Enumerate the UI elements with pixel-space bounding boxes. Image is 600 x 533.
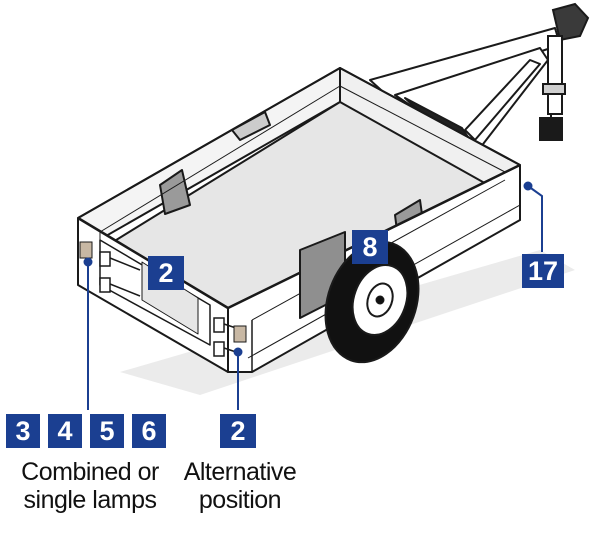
callout-badge-6: 6: [132, 414, 166, 448]
callout-badge-4: 4: [48, 414, 82, 448]
caption-left-line1: Combined or: [21, 458, 159, 486]
callout-leaders: [83, 181, 543, 410]
trailer-body: [77, 67, 521, 373]
callout-badge-wheel: 8: [352, 230, 388, 264]
callout-badge-3: 3: [6, 414, 40, 448]
left-lamp: [79, 241, 93, 259]
callout-badge-rear-lamp: 2: [148, 256, 184, 290]
coupling-head: [539, 2, 590, 141]
callout-badge-5: 5: [90, 414, 124, 448]
callout-badge-alt-position: 2: [220, 414, 256, 448]
door-hinges: [99, 251, 237, 357]
caption-alternative-position: Alternative position: [150, 458, 330, 514]
caption-right-line1: Alternative: [183, 458, 297, 486]
right-lamp: [233, 325, 247, 343]
caption-right-line2: position: [198, 486, 282, 514]
callout-badge-marker: 17: [522, 254, 564, 288]
caption-left-line2: single lamps: [23, 486, 157, 514]
wheel: [324, 240, 420, 364]
caption-combined-lamps: Combined or single lamps: [0, 458, 180, 514]
